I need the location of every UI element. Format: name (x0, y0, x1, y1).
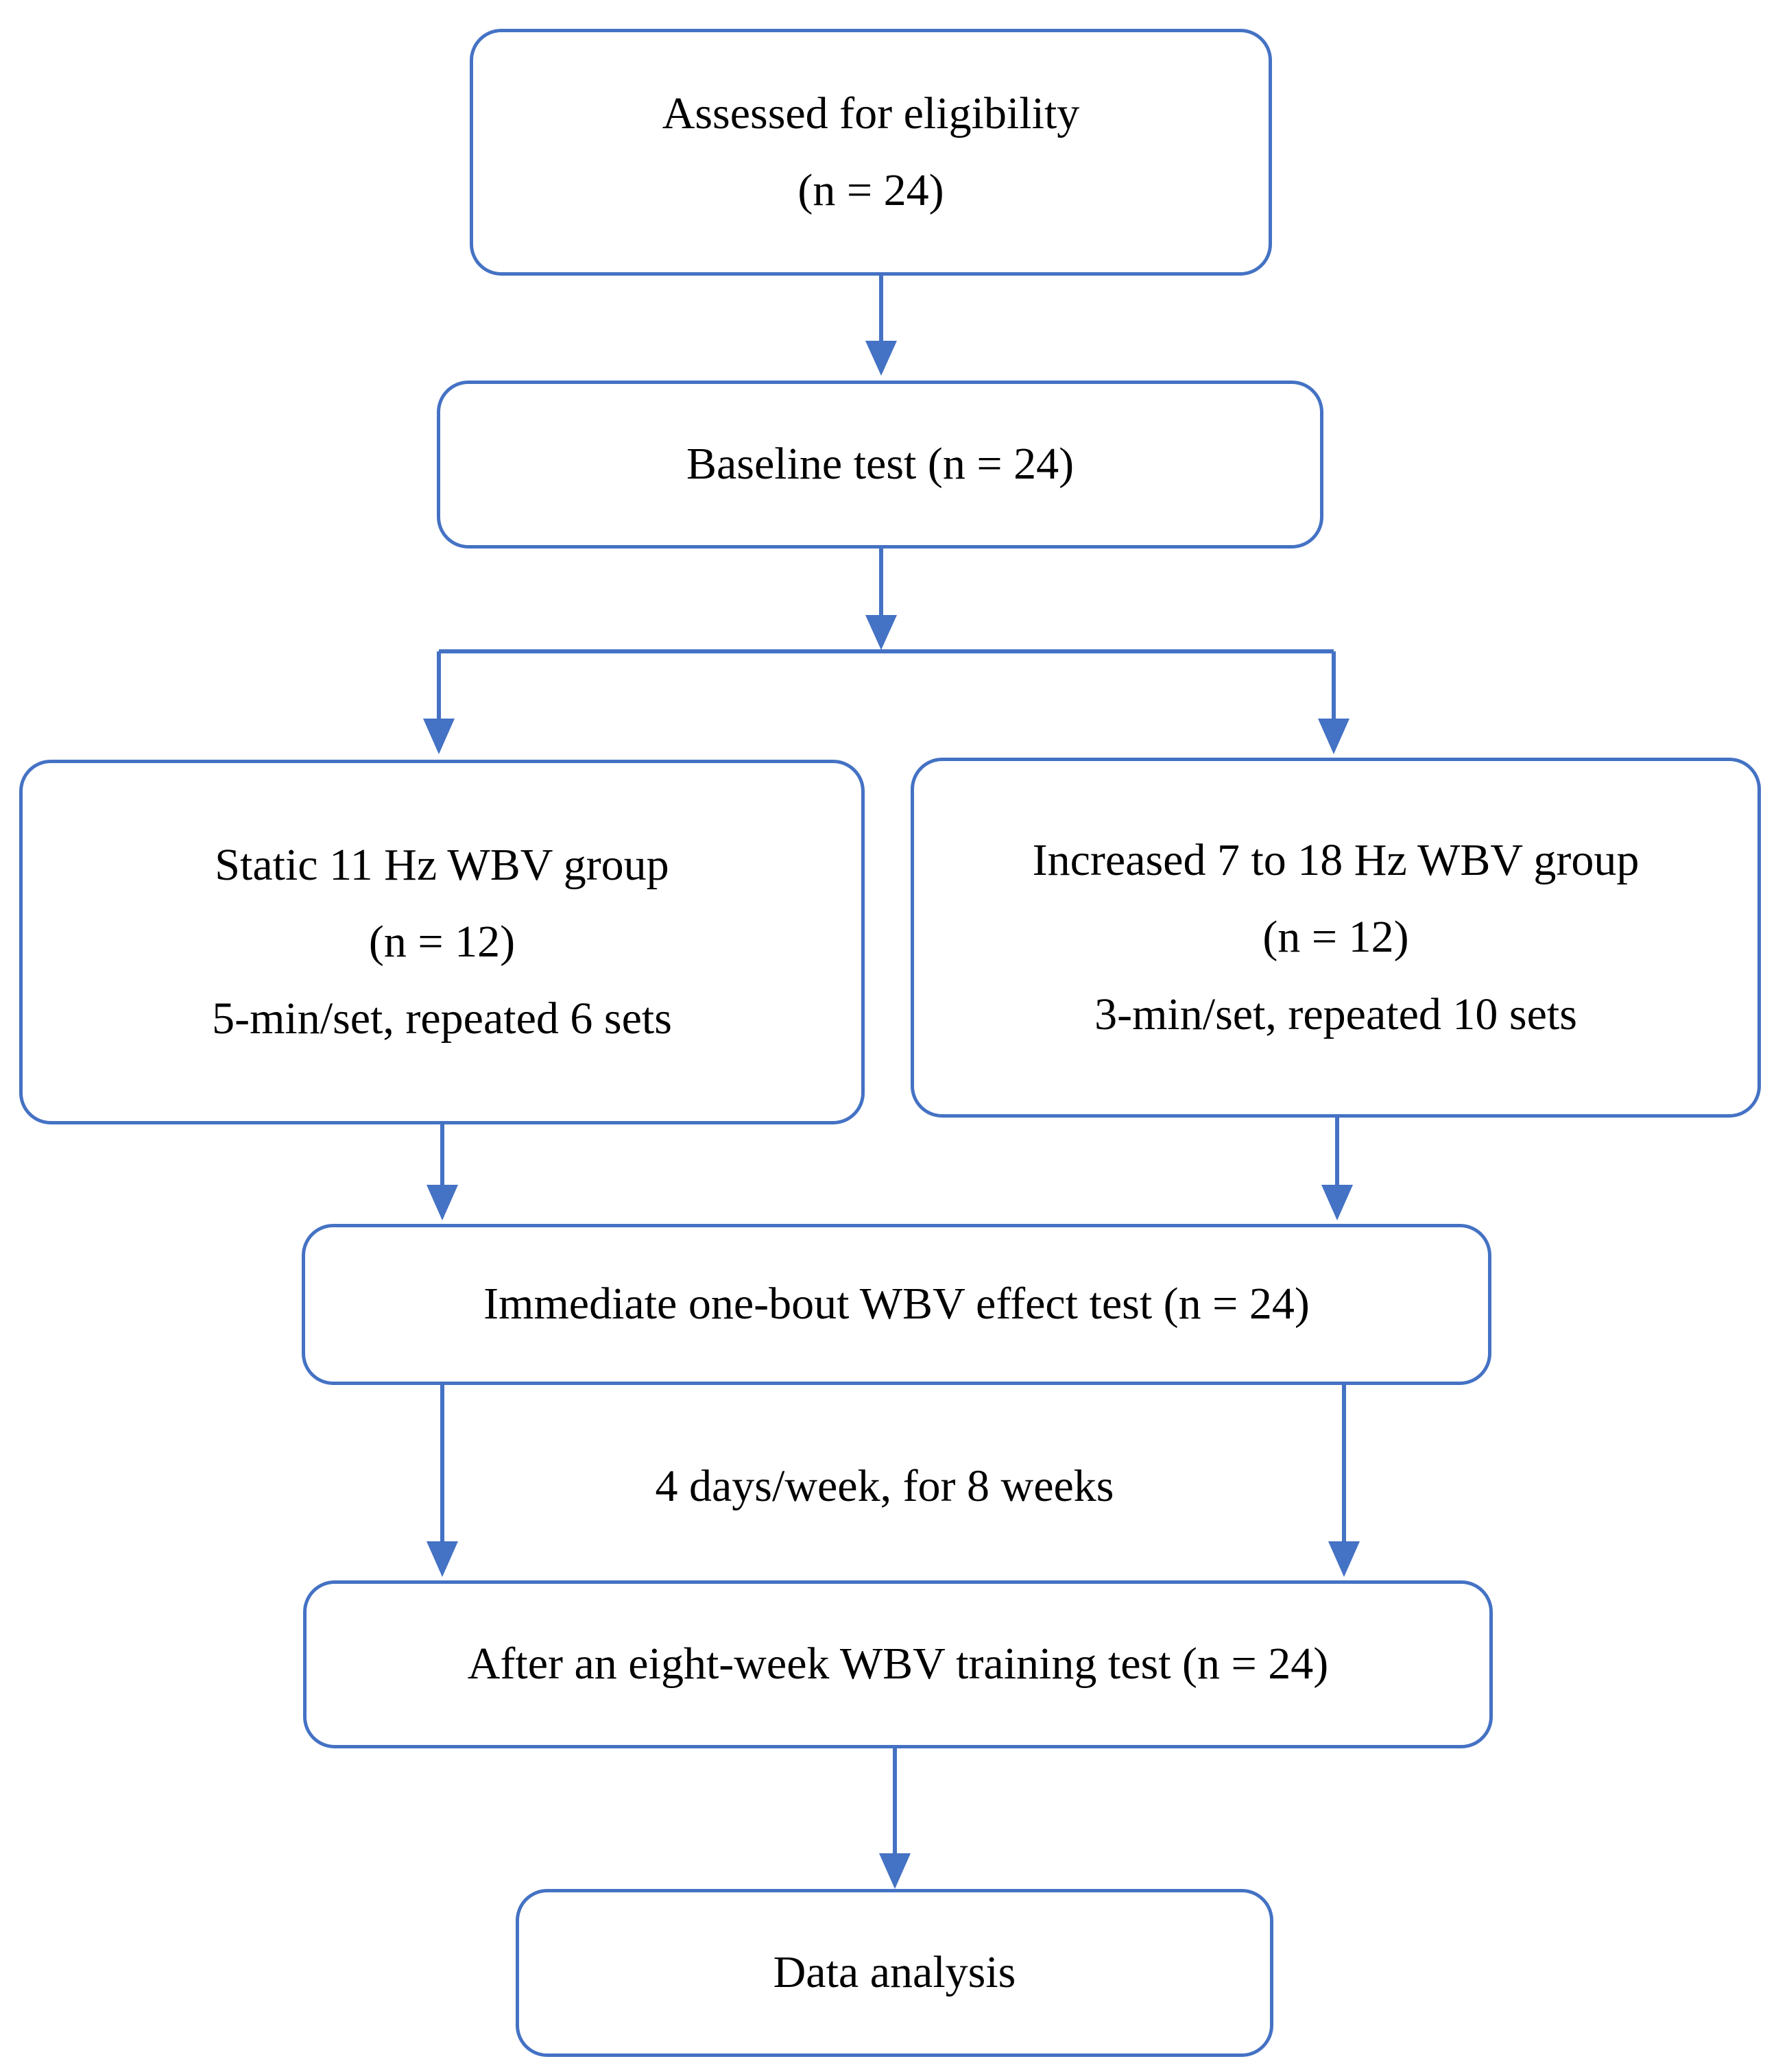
baseline-box: Baseline test (n = 24) (437, 381, 1323, 549)
eight-week-test-line-1: After an eight-week WBV training test (n… (467, 1639, 1329, 1689)
static-group-line-3: 5-min/set, repeated 6 sets (212, 993, 672, 1044)
eligibility-line-1: Assessed for eligibility (662, 88, 1080, 138)
arrowhead-eightweek-left (427, 1541, 458, 1577)
arrowhead-analysis (879, 1853, 911, 1889)
arrowhead-split (865, 615, 897, 650)
increased-group-line-3: 3-min/set, repeated 10 sets (1094, 989, 1577, 1039)
arrowhead-eightweek-right (1328, 1541, 1360, 1577)
arrowhead-static (423, 719, 455, 754)
arrowhead-increased (1318, 719, 1349, 754)
baseline-line-1: Baseline test (n = 24) (686, 439, 1075, 490)
eligibility-line-2: (n = 24) (797, 165, 944, 215)
arrowhead-baseline (865, 341, 897, 376)
arrowhead-increased-to-immediate (1321, 1185, 1353, 1220)
arrowhead-static-to-immediate (427, 1185, 458, 1220)
increased-group-box: Increased 7 to 18 Hz WBV group (n = 12) … (911, 758, 1761, 1118)
increased-group-line-1: Increased 7 to 18 Hz WBV group (1032, 835, 1640, 886)
data-analysis-line-1: Data analysis (773, 1947, 1016, 1998)
static-group-box: Static 11 Hz WBV group (n = 12) 5-min/se… (19, 760, 865, 1124)
training-note: 4 days/week, for 8 weeks (655, 1461, 1114, 1511)
increased-group-line-2: (n = 12) (1262, 912, 1409, 963)
eligibility-box: Assessed for eligibility (n = 24) (470, 29, 1272, 276)
data-analysis-box: Data analysis (516, 1889, 1273, 2057)
static-group-line-2: (n = 12) (368, 916, 516, 967)
immediate-test-box: Immediate one-bout WBV effect test (n = … (302, 1224, 1491, 1385)
static-group-line-1: Static 11 Hz WBV group (215, 839, 669, 890)
eight-week-test-box: After an eight-week WBV training test (n… (303, 1580, 1493, 1748)
immediate-test-line-1: Immediate one-bout WBV effect test (n = … (483, 1279, 1310, 1329)
